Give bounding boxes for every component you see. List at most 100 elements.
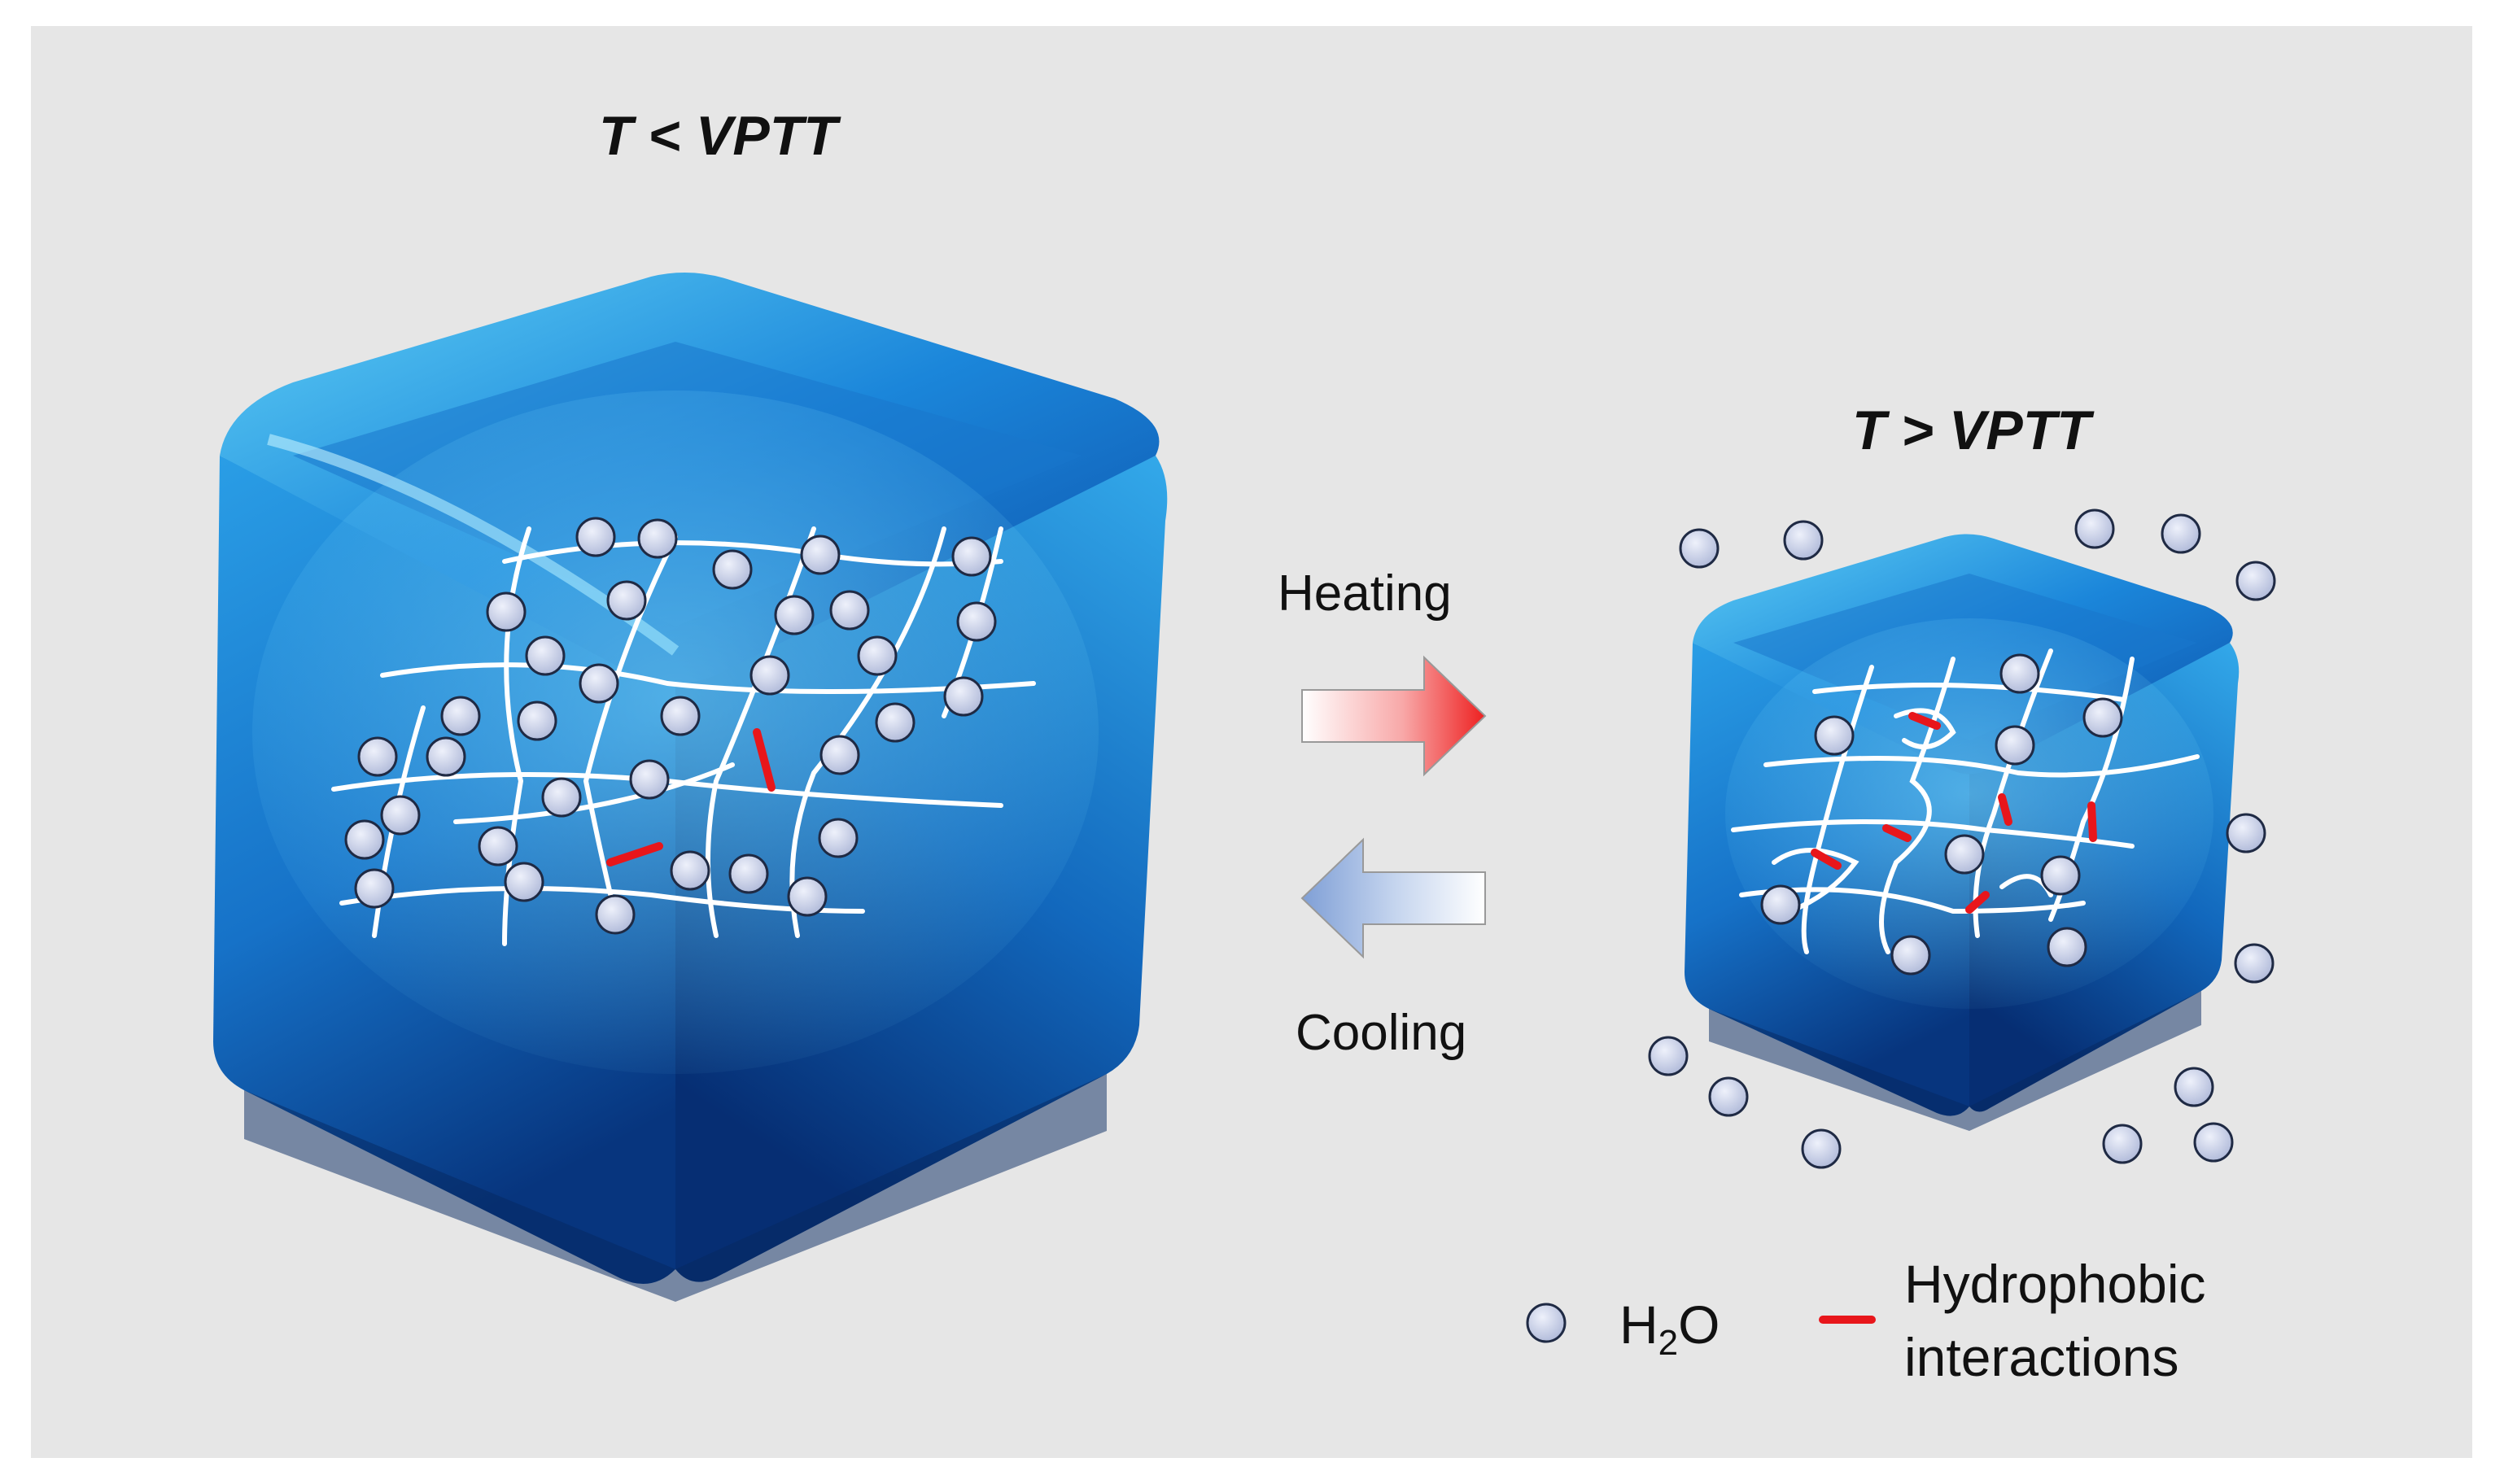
water-molecule — [2226, 813, 2266, 853]
polymer-chain — [1894, 708, 1956, 749]
water-molecule — [749, 655, 790, 696]
water-molecule — [774, 595, 815, 635]
water-molecule — [440, 696, 481, 736]
polymer-network-large — [331, 526, 1036, 946]
water-molecule — [951, 536, 992, 577]
water-molecule — [1890, 935, 1931, 976]
hydrophobic-interaction — [1965, 891, 1990, 914]
polymer-chain — [1772, 848, 1859, 914]
water-molecule — [1814, 715, 1855, 756]
water-molecule — [787, 876, 828, 917]
legend-hydrophobic-label-line2: interactions — [1904, 1327, 2179, 1387]
hydrophobic-interaction — [1998, 793, 2012, 826]
heating-label: Heating — [1278, 565, 1452, 622]
hydrophobic-interactions-small — [1811, 712, 2097, 914]
cube-glow — [1725, 618, 2213, 1009]
water-molecules-small — [1760, 653, 2123, 976]
hydrophobic-interaction — [2087, 801, 2097, 842]
water-label-subscript: 2 — [1658, 1323, 1679, 1364]
polymer-chain — [1812, 683, 2126, 702]
water-molecule — [354, 868, 395, 909]
water-molecule — [728, 853, 769, 894]
water-molecule — [2047, 927, 2087, 967]
heating-arrow — [1301, 655, 1487, 777]
water-molecule — [525, 635, 566, 676]
polymer-chain — [453, 762, 735, 824]
hydrophobic-interaction — [606, 842, 663, 866]
water-molecule — [606, 580, 647, 621]
hydrophobic-interaction — [1908, 712, 1941, 730]
water-label-o: O — [1678, 1294, 1720, 1355]
polymer-chain — [1801, 665, 1874, 954]
expelled-water-molecules — [1648, 508, 2276, 1169]
water-molecule — [1708, 1076, 1749, 1117]
water-molecule — [2174, 1067, 2214, 1107]
water-molecule — [818, 818, 859, 858]
water-molecule — [800, 535, 841, 575]
legend-water-marker — [1526, 1303, 1567, 1343]
water-molecule — [629, 759, 670, 800]
water-molecule — [2082, 697, 2123, 738]
cube-bottom-shadow — [244, 1074, 1107, 1302]
water-molecule — [486, 591, 527, 632]
cube-bottom-shadow — [1709, 991, 2201, 1131]
water-molecule — [829, 590, 870, 631]
water-molecule — [2235, 561, 2276, 601]
water-molecule — [712, 549, 753, 590]
polymer-chain — [1973, 648, 2053, 938]
water-label-h: H — [1619, 1294, 1658, 1355]
legend-hydrophobic-label-line1: Hydrophobic — [1904, 1254, 2206, 1314]
water-molecule — [943, 676, 984, 717]
hydrophobic-interaction — [753, 728, 776, 792]
water-molecules-large — [344, 517, 997, 935]
water-molecule — [819, 735, 860, 775]
left-state-title: T < VPTT — [599, 105, 837, 167]
hydrophobic-interaction — [1811, 849, 1842, 870]
water-molecule — [660, 696, 701, 736]
water-molecule — [1783, 520, 1824, 561]
water-molecule — [344, 819, 385, 860]
polymer-chain — [1763, 754, 2200, 778]
water-molecule — [2193, 1122, 2234, 1163]
water-molecule — [1648, 1036, 1689, 1076]
water-molecule — [426, 736, 466, 777]
water-molecule — [875, 702, 916, 743]
water-molecule — [2074, 508, 2115, 549]
polymer-chain — [380, 662, 1036, 694]
water-molecule — [1944, 834, 1985, 875]
water-molecule — [357, 736, 398, 777]
water-molecule — [956, 601, 997, 642]
water-molecule — [504, 862, 544, 902]
water-molecule — [1999, 653, 2040, 694]
water-molecule — [1679, 528, 1720, 569]
water-molecule — [637, 518, 678, 559]
water-molecule — [380, 795, 421, 836]
water-molecule — [541, 777, 582, 818]
water-molecule — [517, 701, 557, 741]
water-molecule — [478, 826, 518, 866]
water-molecule — [1801, 1128, 1842, 1169]
water-molecule — [575, 517, 616, 557]
water-molecule — [857, 635, 898, 676]
water-molecule — [2102, 1124, 2143, 1164]
small-hydrogel-cube — [1685, 534, 2240, 1131]
water-molecule — [2161, 513, 2201, 554]
water-molecule-icon — [1526, 1303, 1567, 1343]
water-molecule — [2040, 855, 2081, 896]
cooling-arrow — [1300, 837, 1486, 959]
water-molecule — [2234, 943, 2275, 984]
legend-water-label: H2O — [1619, 1294, 1720, 1364]
water-molecule — [595, 894, 636, 935]
hydrophobic-interactions-large — [606, 728, 776, 866]
cooling-label: Cooling — [1296, 1005, 1467, 1061]
water-molecule — [1995, 725, 2035, 766]
water-molecule — [579, 663, 619, 704]
polymer-chain — [1731, 819, 2135, 849]
water-molecule — [670, 850, 710, 891]
water-molecule — [1760, 884, 1801, 925]
right-state-title: T > VPTT — [1852, 399, 2091, 461]
polymer-chain — [1739, 887, 2086, 914]
hydrophobic-interaction — [1882, 824, 1912, 842]
